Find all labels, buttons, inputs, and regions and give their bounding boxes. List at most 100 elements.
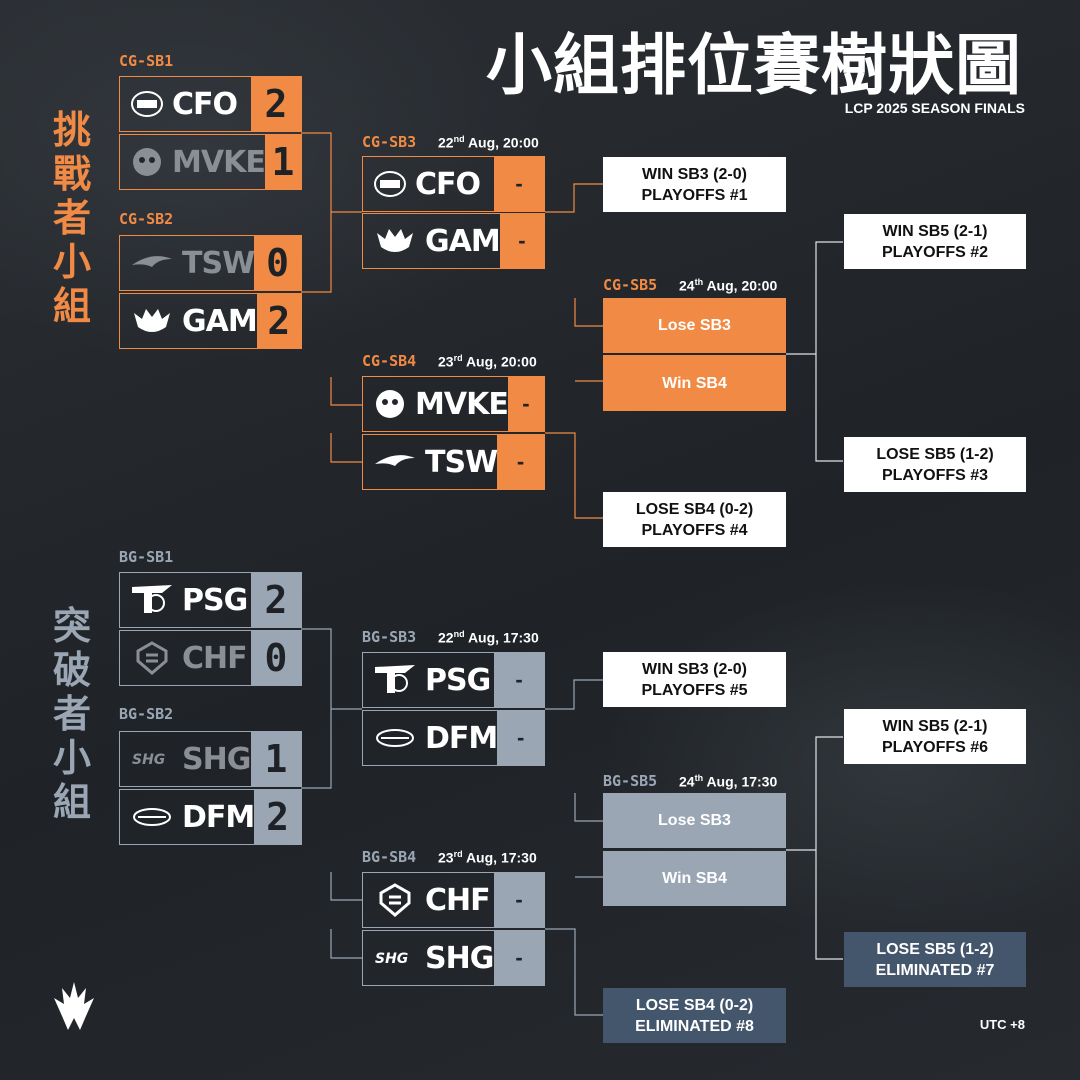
team-name: DFM <box>182 799 255 835</box>
match-date-cg-sb5: 24th Aug, 20:00 <box>679 277 778 294</box>
result-bg-win-sb3: WIN SB3 (2-0)PLAYOFFS #5 <box>603 652 786 707</box>
match-date-bg-sb4: 23rd Aug, 17:30 <box>438 849 537 866</box>
result-cg-win-sb3: WIN SB3 (2-0)PLAYOFFS #1 <box>603 157 786 212</box>
team-score: - <box>497 711 544 765</box>
team-logo-icon <box>130 304 174 338</box>
match-label-bg-sb5: BG-SB5 <box>603 772 658 790</box>
page-title: 小組排位賽樹狀圖 <box>486 27 1022 104</box>
team-score: 2 <box>256 294 301 348</box>
match-row-cg-sb4-team2[interactable]: TSW - <box>362 434 545 490</box>
team-name: DFM <box>425 720 498 756</box>
team-logo-icon <box>373 663 417 697</box>
team-logo-icon <box>130 246 174 280</box>
match-label-cg-sb4: CG-SB4 <box>362 352 417 370</box>
team-name: TSW <box>425 444 498 480</box>
team-name: CFO <box>415 166 481 202</box>
team-score: 2 <box>254 790 301 844</box>
result-cg-lose-sb5: LOSE SB5 (1-2)PLAYOFFS #3 <box>844 437 1026 492</box>
match-row-bg-sb1-team2[interactable]: CHF 0 <box>119 630 302 686</box>
team-logo-icon <box>373 883 417 917</box>
team-logo-icon <box>130 641 174 675</box>
match-label-bg-sb4: BG-SB4 <box>362 848 417 866</box>
team-name: CHF <box>182 640 248 676</box>
match-date-bg-sb5: 24th Aug, 17:30 <box>679 773 778 790</box>
team-logo-icon <box>130 800 174 834</box>
match-slot-cg-sb5-win-sb4[interactable]: Win SB4 <box>603 355 786 411</box>
match-label-cg-sb1: CG-SB1 <box>119 52 174 70</box>
match-row-bg-sb3-team1[interactable]: PSG - <box>362 652 545 708</box>
match-row-cg-sb3-team2[interactable]: GAM - <box>362 213 545 269</box>
result-bg-lose-sb4: LOSE SB4 (0-2)ELIMINATED #8 <box>603 988 786 1043</box>
team-name: SHG <box>425 940 494 976</box>
match-row-cg-sb1-team2[interactable]: MVKE 1 <box>119 134 302 190</box>
team-name: MVKE <box>415 386 509 422</box>
match-label-cg-sb3: CG-SB3 <box>362 133 417 151</box>
match-row-bg-sb1-team1[interactable]: PSG 2 <box>119 572 302 628</box>
team-score: 2 <box>251 77 301 131</box>
team-score: 2 <box>251 573 301 627</box>
svg-text:SHG: SHG <box>375 951 408 966</box>
team-score: - <box>507 377 544 431</box>
team-logo-icon <box>373 224 417 258</box>
match-row-bg-sb4-team1[interactable]: CHF - <box>362 872 545 928</box>
team-score: - <box>494 873 544 927</box>
result-cg-win-sb5: WIN SB5 (2-1)PLAYOFFS #2 <box>844 214 1026 269</box>
team-name: PSG <box>425 662 491 698</box>
team-score: 1 <box>264 135 301 189</box>
match-label-bg-sb1: BG-SB1 <box>119 548 174 566</box>
team-score: 0 <box>251 631 301 685</box>
team-logo-icon <box>373 387 407 421</box>
match-row-cg-sb2-team2[interactable]: GAM 2 <box>119 293 302 349</box>
result-bg-lose-sb5: LOSE SB5 (1-2)ELIMINATED #7 <box>844 932 1026 987</box>
league-logo-icon <box>52 978 96 1039</box>
team-score: - <box>494 157 544 211</box>
team-logo-icon <box>373 167 407 201</box>
match-label-cg-sb2: CG-SB2 <box>119 210 174 228</box>
timezone-label: UTC +8 <box>979 1017 1025 1032</box>
match-date-bg-sb3: 22nd Aug, 17:30 <box>438 629 539 646</box>
team-score: 0 <box>254 236 301 290</box>
group-title-challenger: 挑戰者小組 <box>52 108 91 328</box>
match-row-cg-sb3-team1[interactable]: CFO - <box>362 156 545 212</box>
team-score: - <box>499 214 544 268</box>
team-score: 1 <box>251 732 301 786</box>
match-label-bg-sb3: BG-SB3 <box>362 628 417 646</box>
team-name: CHF <box>425 882 491 918</box>
team-name: GAM <box>425 223 501 259</box>
match-row-cg-sb4-team1[interactable]: MVKE - <box>362 376 545 432</box>
team-score: - <box>494 931 544 985</box>
team-name: TSW <box>182 245 255 281</box>
team-logo-icon <box>373 721 417 755</box>
match-row-bg-sb3-team2[interactable]: DFM - <box>362 710 545 766</box>
team-logo-icon <box>130 145 164 179</box>
match-label-bg-sb2: BG-SB2 <box>119 705 174 723</box>
match-slot-bg-sb5-win-sb4[interactable]: Win SB4 <box>603 851 786 906</box>
svg-text:SHG: SHG <box>132 752 165 767</box>
match-date-cg-sb3: 22nd Aug, 20:00 <box>438 134 539 151</box>
team-name: CFO <box>172 86 238 122</box>
team-score: - <box>497 435 544 489</box>
match-date-cg-sb4: 23rd Aug, 20:00 <box>438 353 537 370</box>
team-name: PSG <box>182 582 248 618</box>
group-title-breakthrough: 突破者小組 <box>52 604 91 824</box>
result-bg-win-sb5: WIN SB5 (2-1)PLAYOFFS #6 <box>844 709 1026 764</box>
team-name: SHG <box>182 741 251 777</box>
page-subtitle: LCP 2025 SEASON FINALS <box>844 100 1025 116</box>
match-label-cg-sb5: CG-SB5 <box>603 276 658 294</box>
team-name: MVKE <box>172 144 266 180</box>
match-row-bg-sb2-team2[interactable]: DFM 2 <box>119 789 302 845</box>
match-slot-bg-sb5-lose-sb3[interactable]: Lose SB3 <box>603 793 786 848</box>
match-slot-cg-sb5-lose-sb3[interactable]: Lose SB3 <box>603 298 786 353</box>
match-row-bg-sb2-team1[interactable]: SHG SHG 1 <box>119 731 302 787</box>
team-logo-icon <box>130 583 174 617</box>
team-logo-icon <box>130 87 164 121</box>
match-row-cg-sb1-team1[interactable]: CFO 2 <box>119 76 302 132</box>
match-row-cg-sb2-team1[interactable]: TSW 0 <box>119 235 302 291</box>
team-name: GAM <box>182 303 258 339</box>
match-row-bg-sb4-team2[interactable]: SHG SHG - <box>362 930 545 986</box>
team-logo-icon: SHG <box>130 742 174 776</box>
team-logo-icon: SHG <box>373 941 417 975</box>
team-logo-icon <box>373 445 417 479</box>
team-score: - <box>494 653 544 707</box>
